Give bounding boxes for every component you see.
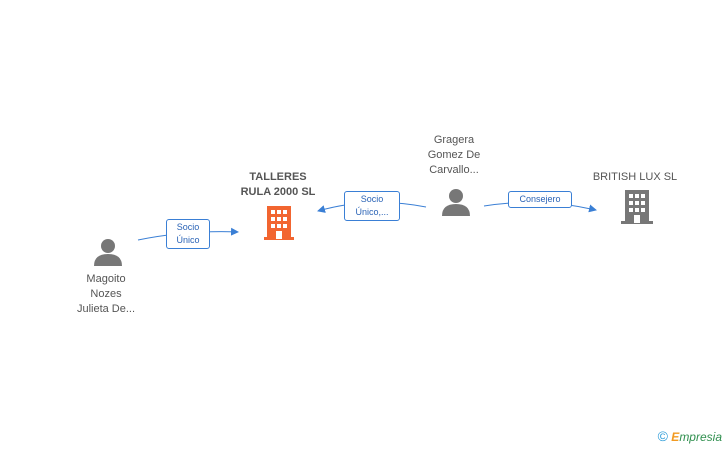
magoito-label-line3: Julieta De... (76, 303, 136, 315)
edge-label-line: Socio (176, 222, 200, 232)
node-label-magoito[interactable]: Magoito Nozes Julieta De... (56, 272, 156, 317)
gragera-label-line2: Gomez De (427, 149, 481, 161)
talleres-label-line1: TALLERES (249, 171, 307, 183)
brand-first-letter: E (671, 430, 680, 444)
person-icon-gragera[interactable] (441, 187, 471, 217)
edge-label-line: Único (176, 235, 200, 245)
gragera-label-line3: Carvallo... (429, 164, 479, 176)
person-icon-magoito[interactable] (93, 237, 123, 267)
node-label-gragera[interactable]: Gragera Gomez De Carvallo... (404, 133, 504, 178)
edge-label-gragera-talleres[interactable]: Socio Único,... (344, 191, 400, 221)
edge-label-gragera-british[interactable]: Consejero (508, 191, 572, 208)
node-label-talleres[interactable]: TALLERES RULA 2000 SL (226, 170, 330, 200)
company-building-icon-british[interactable] (621, 190, 653, 224)
brand-rest: mpresia (679, 430, 722, 444)
edge-label-line: Único,... (355, 207, 389, 217)
magoito-label-line2: Nozes (90, 288, 122, 300)
empresia-watermark: © Empresia (658, 428, 722, 444)
magoito-label-line1: Magoito (86, 273, 126, 285)
edge-label-line: Consejero (519, 194, 561, 204)
node-label-british[interactable]: BRITISH LUX SL (592, 171, 678, 183)
company-building-icon-talleres[interactable] (264, 206, 294, 240)
talleres-label-line2: RULA 2000 SL (240, 186, 316, 198)
edge-label-magoito-talleres[interactable]: Socio Único (166, 219, 210, 249)
copyright-icon: © (657, 428, 668, 444)
edge-label-line: Socio (360, 194, 384, 204)
gragera-label-line1: Gragera (433, 134, 475, 146)
